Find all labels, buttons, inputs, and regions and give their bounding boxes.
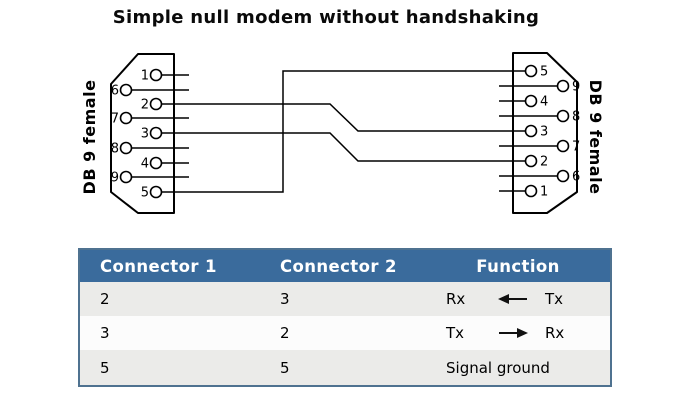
pin-number: 8 <box>111 142 119 157</box>
function-signal-label: Tx <box>545 290 564 308</box>
pin-socket <box>524 154 538 168</box>
pin-socket <box>149 68 163 82</box>
pin-socket <box>119 83 133 97</box>
wires <box>162 70 525 193</box>
wire-3-to-2 <box>162 132 525 162</box>
pin-socket <box>524 124 538 138</box>
function-signal-label: Signal ground <box>446 358 550 377</box>
pin-socket <box>119 170 133 184</box>
cell-function: Tx Rx <box>442 324 610 342</box>
cell-connector-2: 5 <box>280 358 290 377</box>
function-signal-label: Tx <box>446 324 465 342</box>
pin-number: 2 <box>141 98 149 113</box>
left-connector-label: DB 9 female <box>80 80 99 195</box>
pin-socket <box>524 184 538 198</box>
left-pin-stubs <box>132 74 189 178</box>
pin-number: 9 <box>111 171 119 186</box>
arrow-right-icon <box>499 328 528 338</box>
cell-connector-1: 3 <box>100 324 110 342</box>
pin-socket <box>119 141 133 155</box>
pin-socket <box>556 169 570 183</box>
table-header-row: Connector 1 Connector 2 Function <box>80 250 610 282</box>
pin-number: 8 <box>572 110 580 125</box>
cell-connector-1: 2 <box>100 290 110 308</box>
header-connector-2: Connector 2 <box>280 256 397 276</box>
pin-socket <box>524 94 538 108</box>
cell-function: Rx Tx <box>442 290 610 308</box>
pin-socket <box>556 109 570 123</box>
pin-number: 9 <box>572 80 580 95</box>
pin-socket <box>149 156 163 170</box>
pin-number: 5 <box>540 65 548 80</box>
pin-number: 1 <box>141 69 149 84</box>
pin-number: 6 <box>572 170 580 185</box>
right-connector-label: DB 9 female <box>586 80 605 195</box>
pin-number: 3 <box>141 127 149 142</box>
left-connector-outline <box>110 53 175 214</box>
pin-socket <box>556 79 570 93</box>
pin-number: 5 <box>141 186 149 201</box>
pin-mapping-table: Connector 1 Connector 2 Function 2 3 Rx … <box>78 248 612 387</box>
pin-number: 2 <box>540 155 548 170</box>
right-pin-stubs <box>499 85 557 192</box>
header-function: Function <box>476 256 560 276</box>
right-pin-sockets <box>524 64 570 198</box>
header-connector-1: Connector 1 <box>100 256 217 276</box>
wire-5-to-5 <box>162 70 525 193</box>
pin-socket <box>119 111 133 125</box>
pin-number: 1 <box>540 185 548 200</box>
cell-function: Signal ground <box>442 359 610 377</box>
table-row: 3 2 Tx Rx <box>80 316 610 350</box>
pin-socket <box>149 126 163 140</box>
left-pin-numbers: 1 6 2 7 3 8 4 9 5 <box>111 69 149 201</box>
pin-socket <box>149 97 163 111</box>
pin-number: 4 <box>141 157 149 172</box>
pin-number: 7 <box>572 140 580 155</box>
right-connector-outline <box>512 52 578 214</box>
pin-number: 3 <box>540 125 548 140</box>
table-row: 2 3 Rx Tx <box>80 282 610 316</box>
right-pin-numbers: 5 9 4 8 3 7 2 6 1 <box>540 65 580 200</box>
function-signal-label: Rx <box>545 324 565 342</box>
table-row: 5 5 Signal ground <box>80 350 610 385</box>
page-title: Simple null modem without handshaking <box>112 7 540 28</box>
cell-connector-2: 3 <box>280 290 290 308</box>
function-signal-label: Rx <box>446 290 466 308</box>
wire-2-to-3 <box>162 103 525 132</box>
cell-connector-2: 2 <box>280 324 290 342</box>
cell-connector-1: 5 <box>100 358 110 377</box>
pin-socket <box>524 64 538 78</box>
wiring-diagram: 1 6 2 7 3 8 4 9 5 5 9 4 8 3 7 2 6 1 DB 9… <box>80 52 605 214</box>
pin-socket <box>556 139 570 153</box>
pin-number: 6 <box>111 84 119 99</box>
arrow-left-icon <box>498 294 527 304</box>
pin-number: 7 <box>111 112 119 127</box>
left-pin-sockets <box>119 68 163 199</box>
pin-number: 4 <box>540 95 548 110</box>
pin-socket <box>149 185 163 199</box>
